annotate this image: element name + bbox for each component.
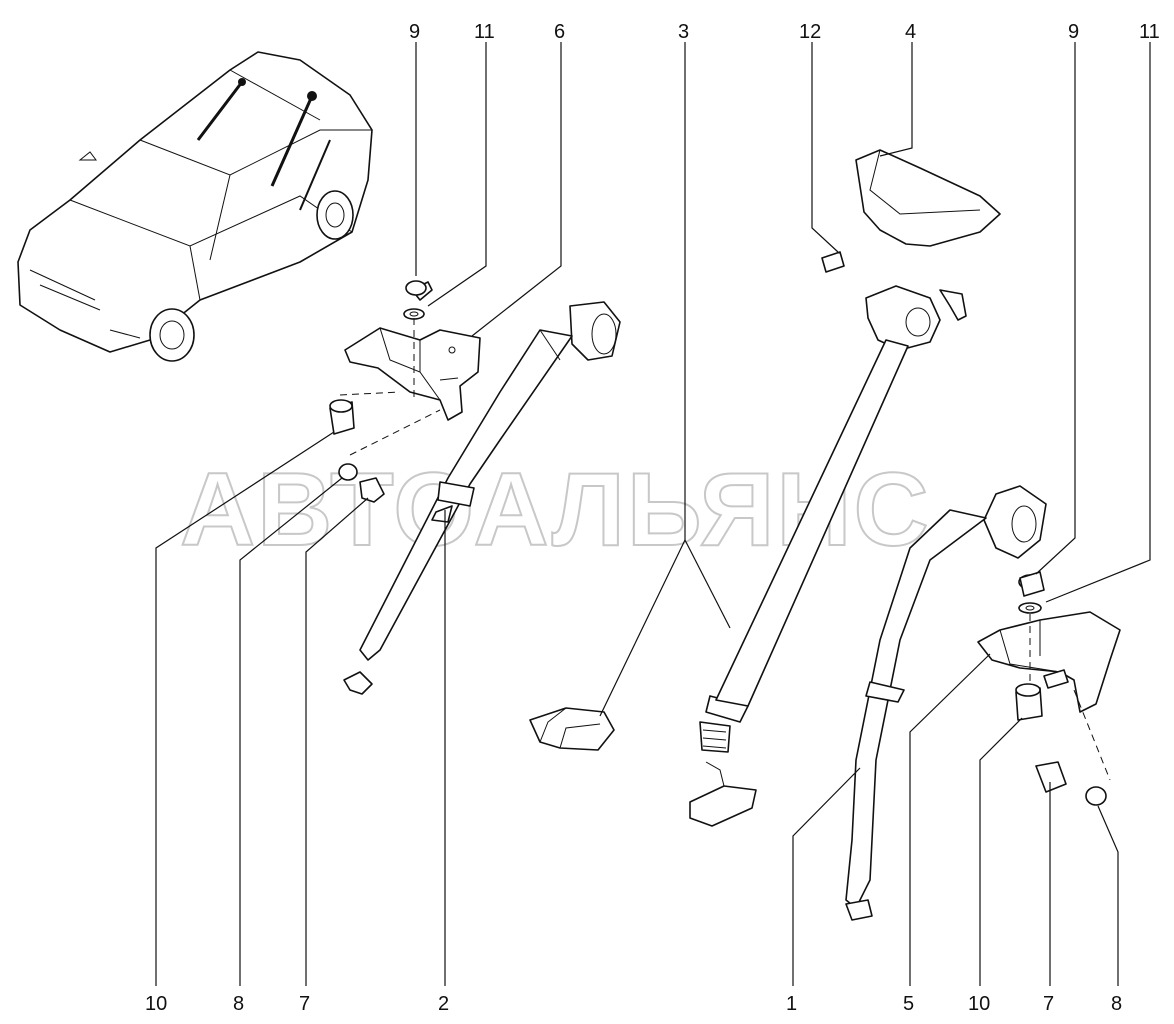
callout-1: 1 [786,993,797,1015]
buckle-3-single-with-belt [689,695,757,827]
belt-1-with-cover [715,149,1001,707]
buckle-3-double [529,707,615,751]
callout-4: 4 [905,21,916,43]
right-anchor-bracket-assembly [977,571,1121,806]
callout-10-left: 10 [145,993,167,1015]
belt-right-assembly [845,485,1047,921]
callout-3: 3 [678,21,689,43]
callout-11-left: 11 [474,21,495,43]
callout-12: 12 [799,21,821,43]
callout-7-right: 7 [1043,993,1054,1015]
callout-7-left: 7 [299,993,310,1015]
callout-8-left: 8 [233,993,244,1015]
callout-6: 6 [554,21,565,43]
callout-11-right: 11 [1139,21,1160,43]
car-inset-illustration [17,51,373,362]
callout-numbers: 9 11 6 3 12 4 9 11 10 8 7 2 1 5 10 7 8 [145,21,1160,1015]
left-anchor-bracket-assembly [329,280,481,503]
callout-9-right: 9 [1068,21,1079,43]
callout-2: 2 [438,993,449,1015]
callout-5: 5 [903,993,914,1015]
callout-9-left: 9 [409,21,420,43]
callout-8-right: 8 [1111,993,1122,1015]
belt-2-left [343,301,621,695]
leader-lines [155,42,1151,986]
callout-10-right: 10 [968,993,990,1015]
